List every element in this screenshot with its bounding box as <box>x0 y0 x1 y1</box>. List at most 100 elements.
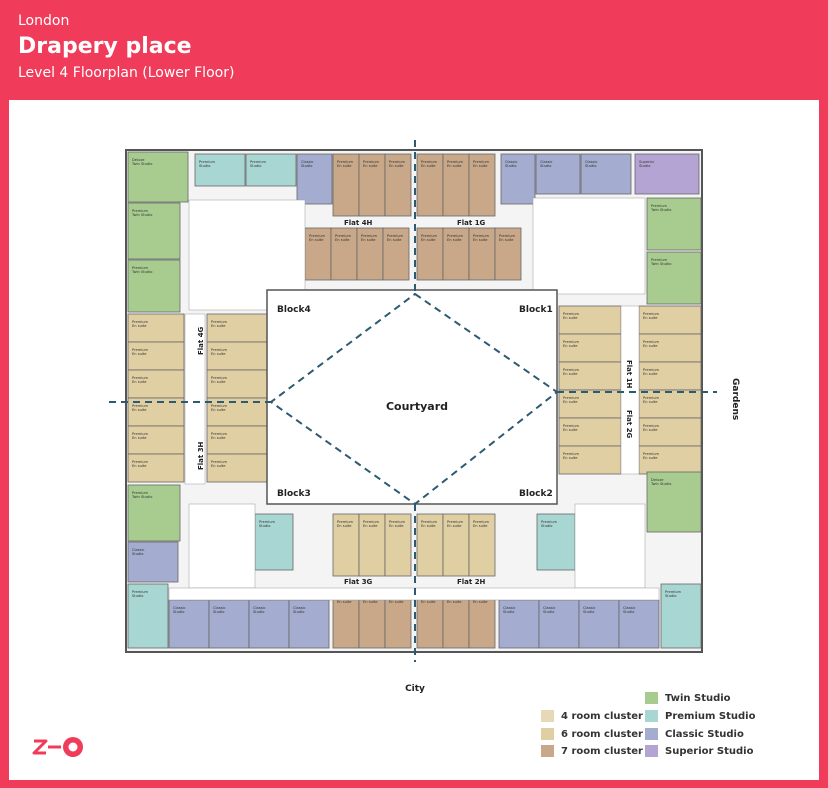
flat-4h-label: Flat 4H <box>344 219 373 227</box>
room[interactable] <box>638 417 702 447</box>
room[interactable] <box>660 583 702 649</box>
room[interactable] <box>127 202 181 260</box>
room[interactable] <box>384 153 412 217</box>
room[interactable] <box>416 153 444 217</box>
room[interactable] <box>538 599 580 649</box>
room[interactable] <box>127 425 185 455</box>
room[interactable] <box>558 445 622 475</box>
brand-logo-icon <box>32 737 83 757</box>
courtyard-diamond <box>269 292 559 506</box>
room[interactable] <box>638 445 702 475</box>
room[interactable] <box>500 153 536 205</box>
room[interactable] <box>646 251 702 305</box>
room[interactable] <box>208 599 250 649</box>
flat-4g-label: Flat 4G <box>197 326 205 355</box>
room[interactable] <box>578 599 620 649</box>
room[interactable] <box>638 389 702 419</box>
legend-swatch <box>645 710 658 722</box>
legend-item-superior: Superior Studio <box>645 744 753 758</box>
room[interactable] <box>384 513 412 577</box>
room[interactable] <box>558 417 622 447</box>
room[interactable] <box>304 227 332 281</box>
room[interactable] <box>127 541 179 583</box>
flat-2h-label: Flat 2H <box>457 578 486 586</box>
courtyard-label: Courtyard <box>386 400 448 413</box>
room[interactable] <box>127 484 181 542</box>
room[interactable] <box>468 153 496 217</box>
flat-3g-label: Flat 3G <box>344 578 373 586</box>
room[interactable] <box>442 153 470 217</box>
room[interactable] <box>494 227 522 281</box>
room[interactable] <box>580 153 632 195</box>
room[interactable] <box>618 599 660 649</box>
room[interactable] <box>206 425 270 455</box>
room[interactable] <box>442 513 470 577</box>
room[interactable] <box>330 227 358 281</box>
room[interactable] <box>127 341 185 371</box>
room[interactable] <box>638 361 702 391</box>
room[interactable] <box>468 513 496 577</box>
room[interactable] <box>416 227 444 281</box>
room[interactable] <box>127 453 185 483</box>
legend-swatch <box>541 745 554 757</box>
room[interactable] <box>536 513 576 571</box>
room[interactable] <box>646 197 702 251</box>
room[interactable] <box>288 599 330 649</box>
room[interactable] <box>332 513 360 577</box>
room[interactable] <box>127 313 185 343</box>
block3-label: Block3 <box>277 489 311 499</box>
room[interactable] <box>498 599 540 649</box>
room[interactable] <box>245 153 297 187</box>
room[interactable] <box>194 153 246 187</box>
room[interactable] <box>127 151 189 203</box>
legend-swatch <box>645 728 658 740</box>
room[interactable] <box>638 305 702 335</box>
room[interactable] <box>535 153 581 195</box>
courtyard <box>266 289 558 505</box>
room[interactable] <box>638 333 702 363</box>
room[interactable] <box>646 471 702 533</box>
room[interactable] <box>127 369 185 399</box>
room[interactable] <box>468 227 496 281</box>
room[interactable] <box>296 153 333 205</box>
room[interactable] <box>254 513 294 571</box>
block4-label: Block4 <box>277 305 311 315</box>
room[interactable] <box>634 153 700 195</box>
corridor <box>188 503 256 589</box>
room[interactable] <box>206 453 270 483</box>
room[interactable] <box>382 227 410 281</box>
page-subtitle: Level 4 Floorplan (Lower Floor) <box>18 65 235 81</box>
room[interactable] <box>358 513 386 577</box>
room[interactable] <box>127 583 169 649</box>
room[interactable] <box>206 313 270 343</box>
room[interactable] <box>127 259 181 313</box>
room[interactable] <box>332 153 360 217</box>
